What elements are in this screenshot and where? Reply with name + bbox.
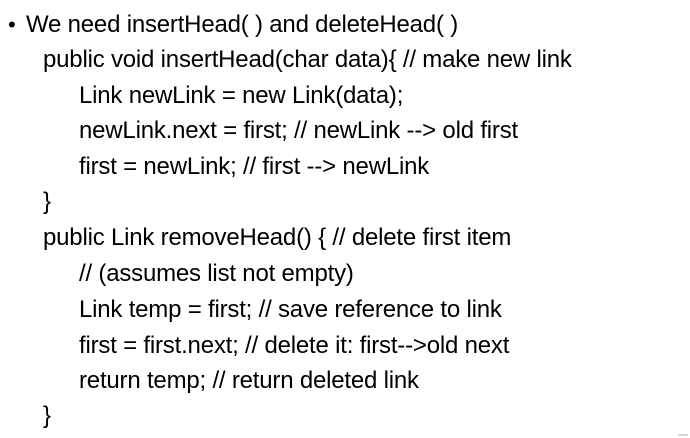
bullet-heading: We need insertHead( ) and deleteHead( ) <box>26 11 459 38</box>
code-line-first-assign: first = newLink; // first --> newLink <box>79 153 430 180</box>
bullet-marker: • <box>8 12 16 37</box>
corner-divider <box>678 434 688 436</box>
code-line-insert-close-brace: } <box>43 188 51 215</box>
code-line-insert-signature: public void insertHead(char data){ // ma… <box>43 46 572 73</box>
code-line-remove-signature: public Link removeHead() { // delete fir… <box>43 224 512 251</box>
code-line-remove-close-brace: } <box>43 402 51 429</box>
code-line-assumes-comment: // (assumes list not empty) <box>79 260 354 287</box>
code-line-first-next: first = first.next; // delete it: first-… <box>79 332 510 359</box>
code-line-temp-assign: Link temp = first; // save reference to … <box>79 296 502 323</box>
code-line-return: return temp; // return deleted link <box>79 367 419 394</box>
code-line-link-next: newLink.next = first; // newLink --> old… <box>79 117 518 144</box>
code-line-new-link: Link newLink = new Link(data); <box>79 82 404 109</box>
